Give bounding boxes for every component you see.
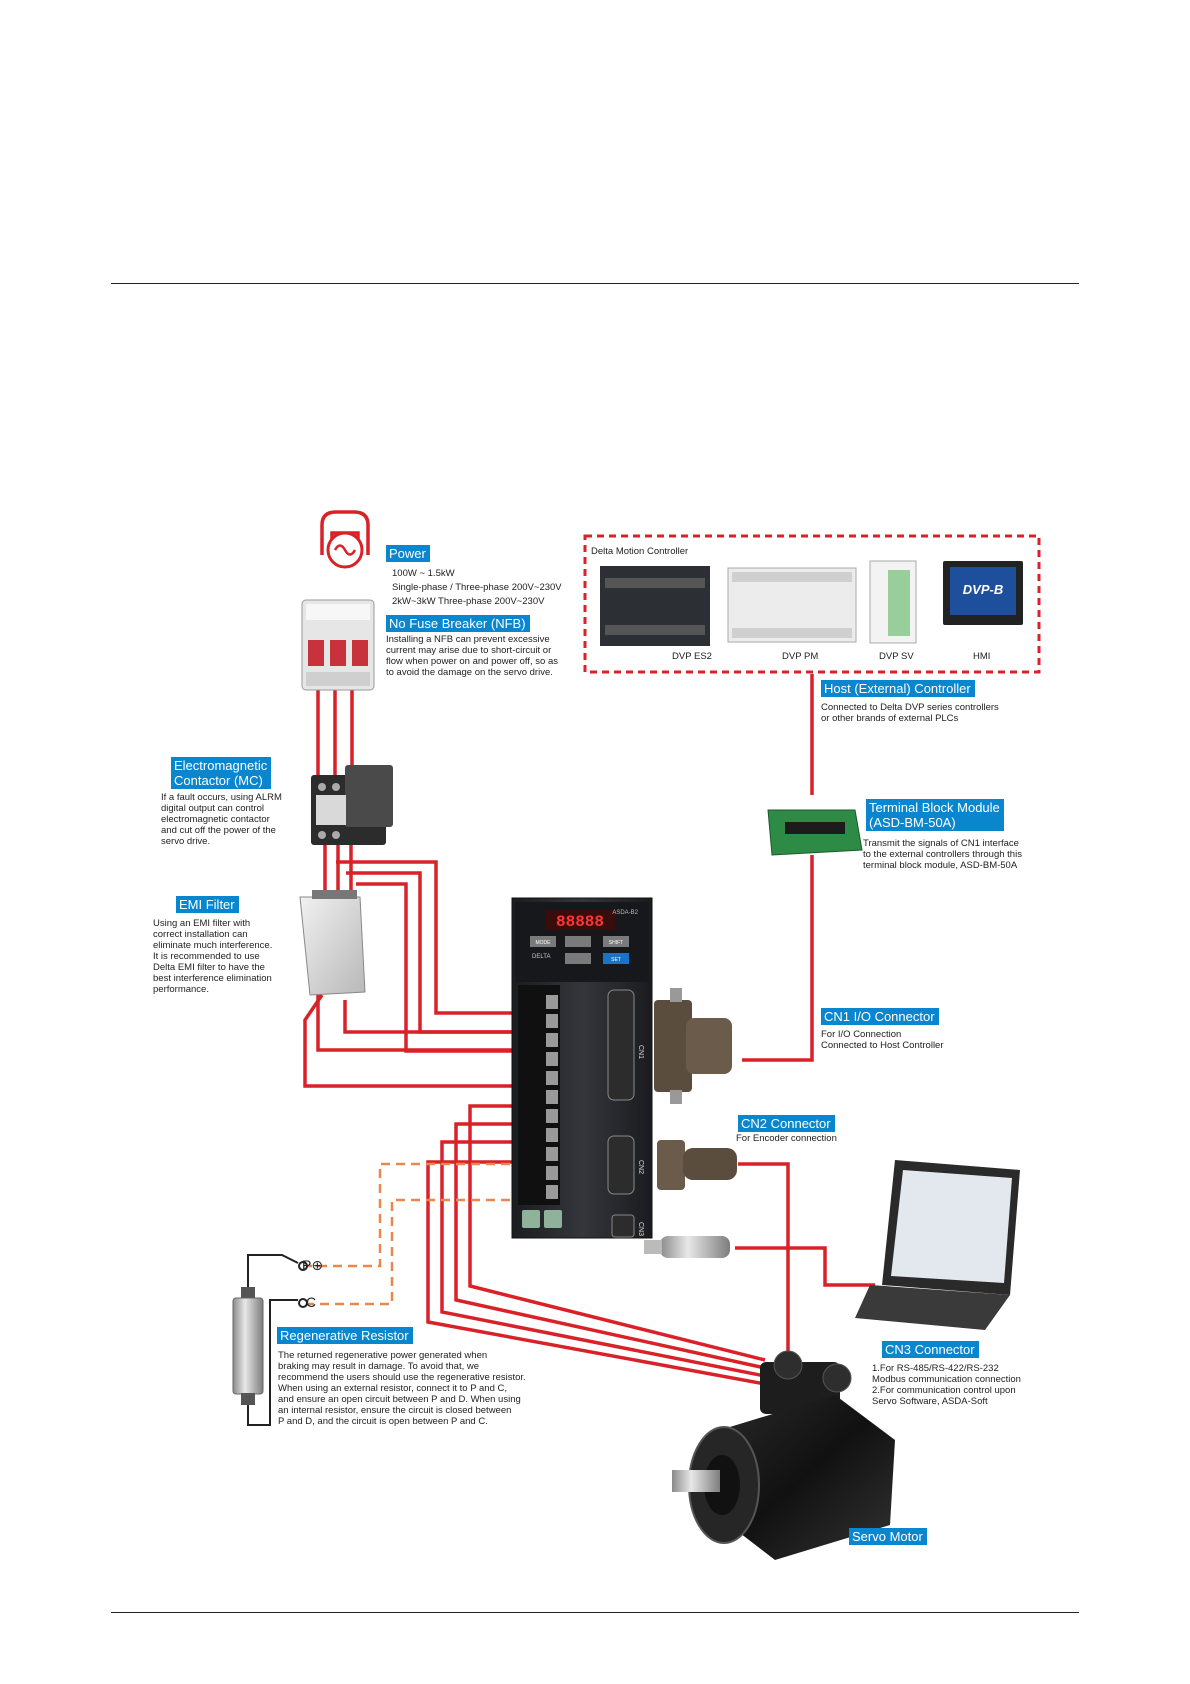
dvp-sv-image [869, 560, 917, 644]
top-rule [111, 283, 1079, 284]
hmi-image: DVP-B [943, 561, 1023, 625]
drive-brand: DELTA [532, 954, 550, 960]
motion-controller-box [583, 534, 1041, 674]
nfb-tag: No Fuse Breaker (NFB) [386, 615, 530, 632]
cn3-desc: 1.For RS-485/RS-422/RS-232 Modbus commun… [872, 1363, 1021, 1407]
terminal-screw [546, 1033, 558, 1047]
drive-terminal-wires [303, 860, 766, 1386]
terminal-screw [546, 1166, 558, 1180]
bottom-rule [111, 1612, 1079, 1613]
drive-down-button [565, 953, 591, 964]
terminal-screw [546, 1090, 558, 1104]
drive-up-button [565, 936, 591, 947]
regen-tag: Regenerative Resistor [277, 1327, 413, 1344]
terminal-screw [546, 1071, 558, 1085]
terminal-label-c: C [306, 1294, 317, 1310]
drive-shift-button [603, 936, 629, 947]
dvp-es2-image [600, 566, 710, 646]
drive-model: ASDA-B2 [612, 910, 638, 916]
device-label-hmi: HMI [973, 651, 991, 662]
drive-port-cn3: CN3 [637, 1222, 644, 1236]
drive-mode-button [530, 936, 556, 947]
terminal-screw [546, 1147, 558, 1161]
signal-wires [735, 674, 875, 1365]
svg-text:SET: SET [611, 957, 621, 963]
power-tag: Power [386, 545, 430, 562]
servo-motor-image [672, 1350, 895, 1560]
terminal-screw [546, 1052, 558, 1066]
cn1-desc: For I/O Connection Connected to Host Con… [821, 1029, 944, 1051]
emi-tag: EMI Filter [176, 896, 239, 913]
device-label-dvp-pm: DVP PM [782, 651, 819, 662]
svg-text:MODE: MODE [536, 940, 552, 946]
terminal-screw [546, 1109, 558, 1123]
power-spec: 100W ~ 1.5kW Single-phase / Three-phase … [392, 568, 562, 607]
mc-tag: Electromagnetic Contactor (MC) [171, 757, 272, 789]
terminal-screw [546, 995, 558, 1009]
ac-source-symbol [326, 531, 364, 569]
svg-text:SHIFT: SHIFT [609, 940, 623, 946]
motion-controller-title: Delta Motion Controller [591, 546, 689, 557]
drive-display: 88888 [556, 913, 604, 931]
cn2-desc: For Encoder connection [736, 1133, 837, 1144]
drive-port-cn1: CN1 [637, 1045, 644, 1059]
terminal-block-image [767, 809, 863, 856]
power-wires [316, 510, 370, 905]
cn3-tag: CN3 Connector [882, 1341, 979, 1358]
regen-desc: The returned regenerative power generate… [278, 1350, 526, 1427]
drive-port-cn2: CN2 [637, 1160, 644, 1174]
breaker-image [301, 599, 375, 691]
host-controller-desc: Connected to Delta DVP series controller… [821, 702, 999, 724]
cn3-plug-image [644, 1236, 730, 1258]
cn1-tag: CN1 I/O Connector [821, 1008, 939, 1025]
terminal-label-p: P⊕ [302, 1257, 324, 1273]
device-label-dvp-sv: DVP SV [879, 651, 914, 662]
mc-desc: If a fault occurs, using ALRM digital ou… [161, 792, 282, 847]
nfb-desc: Installing a NFB can prevent excessive c… [386, 634, 558, 678]
drive-set-button [603, 953, 629, 964]
cn2-plug-image [657, 1140, 737, 1190]
servo-drive-image: 88888 ASDA-B2 DELTA MODE SHIFT SET CN1 C… [511, 897, 653, 1239]
laptop-image [855, 1160, 1020, 1330]
terminal-screw [546, 1185, 558, 1199]
cn2-tag: CN2 Connector [738, 1115, 835, 1132]
dvp-pm-image [727, 567, 857, 643]
hmi-screen-text: DVP-B [963, 582, 1003, 597]
host-controller-tag: Host (External) Controller [821, 680, 975, 697]
device-label-dvp-es2: DVP ES2 [672, 651, 712, 662]
cn1-plug-image [654, 988, 732, 1104]
dashed-resistor-wires [305, 1162, 525, 1306]
emi-desc: Using an EMI filter with correct install… [153, 918, 273, 995]
contactor-image [311, 765, 393, 845]
regen-resistor-image [232, 1254, 308, 1426]
servo-motor-tag: Servo Motor [849, 1528, 927, 1545]
terminal-screw [546, 1014, 558, 1028]
terminal-screw [546, 1128, 558, 1142]
terminal-block-desc: Transmit the signals of CN1 interface to… [863, 838, 1022, 871]
emi-filter-image [299, 890, 366, 996]
terminal-block-tag: Terminal Block Module (ASD-BM-50A) [866, 799, 1004, 831]
